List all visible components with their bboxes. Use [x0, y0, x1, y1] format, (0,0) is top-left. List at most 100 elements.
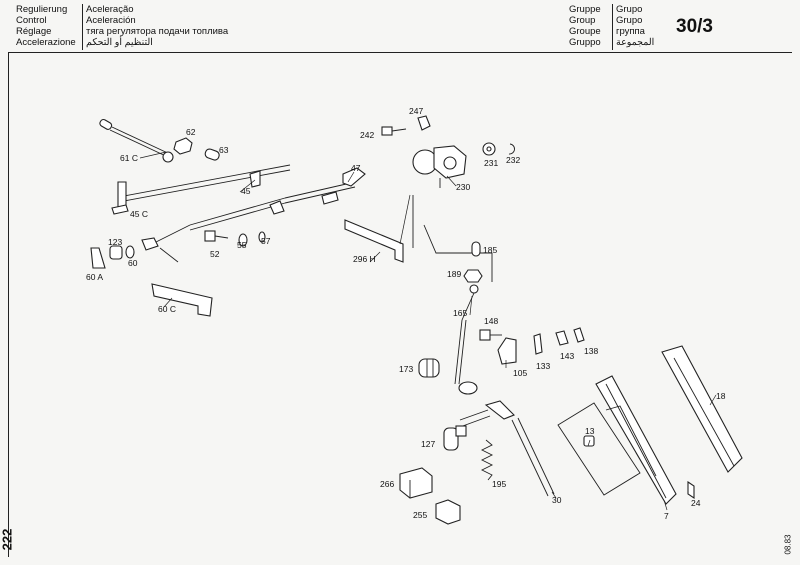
- part-173-grommet: [418, 358, 440, 378]
- part-123: [109, 245, 123, 260]
- part-30-pedal-lever: [459, 400, 555, 497]
- callout-173: 173: [399, 364, 413, 374]
- callout-45: 45: [241, 186, 251, 196]
- header-label: Grupo: [616, 4, 643, 15]
- header-label: группа: [616, 26, 645, 37]
- part-133: [533, 333, 543, 355]
- header-label: Aceleração: [86, 4, 134, 15]
- group-number: 30/3: [676, 16, 713, 37]
- header-label: Group: [569, 15, 596, 26]
- callout-133: 133: [536, 361, 550, 371]
- callout-24: 24: [691, 498, 701, 508]
- part-231: [482, 142, 496, 156]
- callout-266: 266: [380, 479, 394, 489]
- callout-255: 255: [413, 510, 427, 520]
- header-label: Gruppo: [569, 37, 601, 48]
- part-60c-bracket: [151, 283, 213, 317]
- part-18-mat: [661, 345, 743, 473]
- callout-30: 30: [552, 495, 562, 505]
- part-266: [399, 467, 433, 499]
- callout-242: 242: [360, 130, 374, 140]
- part-cable-path: [412, 195, 493, 282]
- part-7-pedal-pad: [595, 375, 677, 505]
- callout-165: 165: [453, 308, 467, 318]
- callout-195: 195: [492, 479, 506, 489]
- part-57: [258, 231, 266, 243]
- part-230-housing: [412, 145, 467, 188]
- callout-45c: 45 C: [130, 209, 148, 219]
- part-247: [417, 115, 431, 131]
- callout-7: 7: [664, 511, 669, 521]
- header-group-labels-a: Gruppe Group Groupe Gruppo: [569, 4, 601, 48]
- part-143: [555, 330, 569, 346]
- header-label: Aceleración: [86, 15, 136, 26]
- callout-47: 47: [351, 163, 361, 173]
- callout-60: 60: [128, 258, 138, 268]
- header-labels-german-english-french-italian: Regulierung Control Réglage Accelerazion…: [16, 4, 76, 48]
- part-138: [573, 327, 585, 343]
- part-127: [443, 425, 467, 451]
- header-label: المجموعة: [616, 37, 655, 48]
- part-52-bolt: [204, 230, 229, 242]
- leader-lines: [139, 151, 717, 511]
- callout-230: 230: [456, 182, 470, 192]
- part-60a: [90, 247, 106, 269]
- header-divider: [612, 4, 613, 50]
- part-296h-bracket: [344, 194, 411, 263]
- callout-18: 18: [716, 391, 726, 401]
- part-165-rod: [454, 284, 479, 395]
- callout-61c: 61 C: [120, 153, 138, 163]
- header-label: Gruppe: [569, 4, 601, 15]
- callout-13: 13: [585, 426, 595, 436]
- callout-231: 231: [484, 158, 498, 168]
- callout-123: 123: [108, 237, 122, 247]
- header-group-labels-b: Grupo Grupo группа المجموعة: [616, 4, 654, 48]
- header-label: Control: [16, 15, 47, 26]
- part-105-bracket: [497, 337, 517, 365]
- part-63: [204, 148, 220, 161]
- header-rule: [8, 52, 792, 53]
- part-195-spring: [480, 439, 494, 481]
- callout-296h: 296 H: [353, 254, 376, 264]
- callout-143: 143: [560, 351, 574, 361]
- header-label: Groupe: [569, 26, 601, 37]
- callout-62: 62: [186, 127, 196, 137]
- callout-189: 189: [447, 269, 461, 279]
- header-label: التنظيم أو التحكم: [86, 37, 153, 48]
- part-148-screw: [479, 329, 502, 341]
- callout-185: 185: [483, 245, 497, 255]
- header-labels-portuguese-spanish-russian-arabic: Aceleração Aceleración тяга регулятора п…: [86, 4, 228, 48]
- part-55: [238, 233, 248, 247]
- header-label: тяга регулятора подачи топлива: [86, 26, 229, 37]
- part-rod-61c: [99, 118, 174, 163]
- header-divider: [82, 4, 83, 50]
- callout-52: 52: [210, 249, 220, 259]
- callout-105: 105: [513, 368, 527, 378]
- header-label: Regulierung: [16, 4, 68, 15]
- part-185: [471, 241, 481, 257]
- part-62: [173, 137, 193, 155]
- part-60: [125, 245, 135, 259]
- part-13-plate: [557, 402, 641, 496]
- part-255: [435, 499, 461, 525]
- part-189-nut: [463, 269, 483, 283]
- callout-57: 57: [261, 236, 271, 246]
- header-label: Réglage: [16, 26, 52, 37]
- callout-60c: 60 C: [158, 304, 176, 314]
- part-shaft-45: [111, 164, 291, 215]
- callout-127: 127: [421, 439, 435, 449]
- callout-148: 148: [484, 316, 498, 326]
- callout-247: 247: [409, 106, 423, 116]
- callout-55: 55: [237, 240, 247, 250]
- header-label: Accelerazione: [16, 37, 76, 48]
- callout-138: 138: [584, 346, 598, 356]
- left-border: [8, 52, 9, 557]
- callout-63: 63: [219, 145, 229, 155]
- part-24-clip: [687, 480, 695, 500]
- callout-232: 232: [506, 155, 520, 165]
- header-label: Grupo: [616, 15, 643, 26]
- part-242-screw: [381, 126, 407, 136]
- callout-60a: 60 A: [86, 272, 103, 282]
- part-232: [508, 143, 515, 155]
